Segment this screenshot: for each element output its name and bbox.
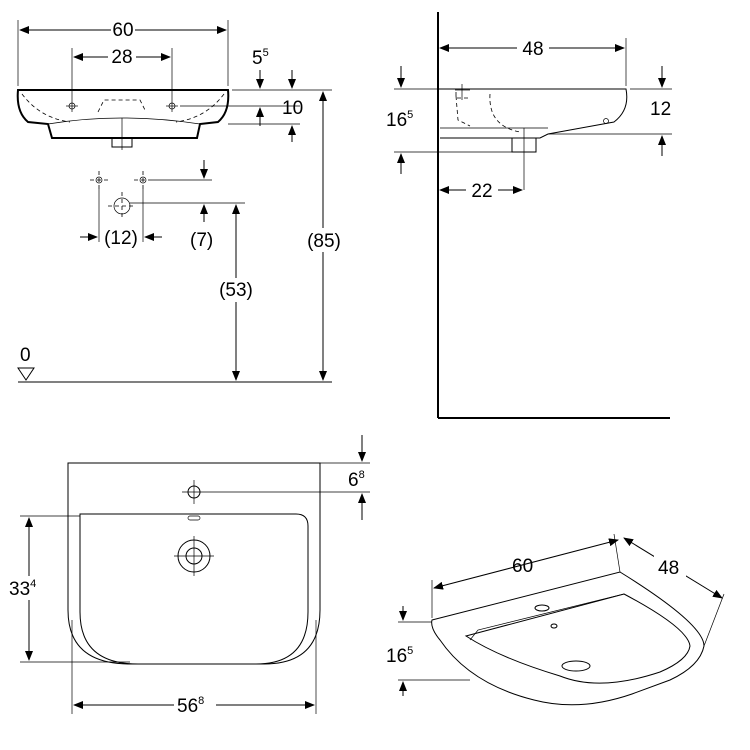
waste-height-label: (53): [219, 280, 253, 301]
top-waste-outlet: [174, 536, 214, 576]
floor-level-marker: [17, 367, 35, 381]
waste-position-marker-left: [90, 171, 108, 189]
iso-depth-label: 48: [658, 558, 679, 579]
top-tap-hole: [182, 480, 206, 504]
rim-offset-label: 55: [252, 47, 269, 69]
iso-tap-hole: [534, 604, 550, 612]
front-view: 60 28 55 10 (85): [16, 20, 346, 383]
iso-overflow: [550, 623, 558, 629]
front-tap-hole-left: [66, 100, 78, 112]
iso-waste: [561, 660, 591, 672]
top-overflow: [187, 515, 201, 521]
waste-offset-label: (7): [190, 230, 213, 251]
overall-height-label: (85): [307, 231, 341, 252]
waste-position-marker-right: [134, 171, 152, 189]
waste-distance-label: 22: [471, 181, 492, 202]
side-basin-outline: [438, 88, 628, 139]
iso-basin-bowl: [464, 593, 691, 684]
floor-level-label: 0: [20, 345, 31, 366]
front-basin-outline: [16, 89, 230, 139]
tap-spacing-label: 28: [111, 47, 132, 68]
side-bowl-depth-label: 165: [386, 109, 413, 131]
iso-basin-rim: [431, 571, 705, 706]
iso-view: 60 48 165: [386, 533, 725, 706]
rim-thickness-label: 10: [282, 98, 303, 119]
rim-height-label: 12: [650, 99, 671, 120]
tap-offset-label: 68: [348, 469, 365, 491]
waste-spacing-label: (12): [104, 228, 138, 249]
front-width-label: 60: [112, 20, 133, 41]
top-bowl-width-label: 568: [177, 695, 204, 717]
iso-width-label: 60: [512, 556, 533, 577]
waste-position-marker-center: [108, 192, 136, 220]
iso-height-label: 165: [386, 645, 413, 667]
top-bowl-outline: [79, 513, 309, 665]
side-view: 48 165 12 22: [386, 12, 672, 419]
projection-label: 48: [522, 39, 543, 60]
front-tap-hole-right: [166, 100, 178, 112]
top-bowl-depth-label: 334: [9, 578, 36, 600]
top-view: 68 334 568: [8, 435, 370, 717]
